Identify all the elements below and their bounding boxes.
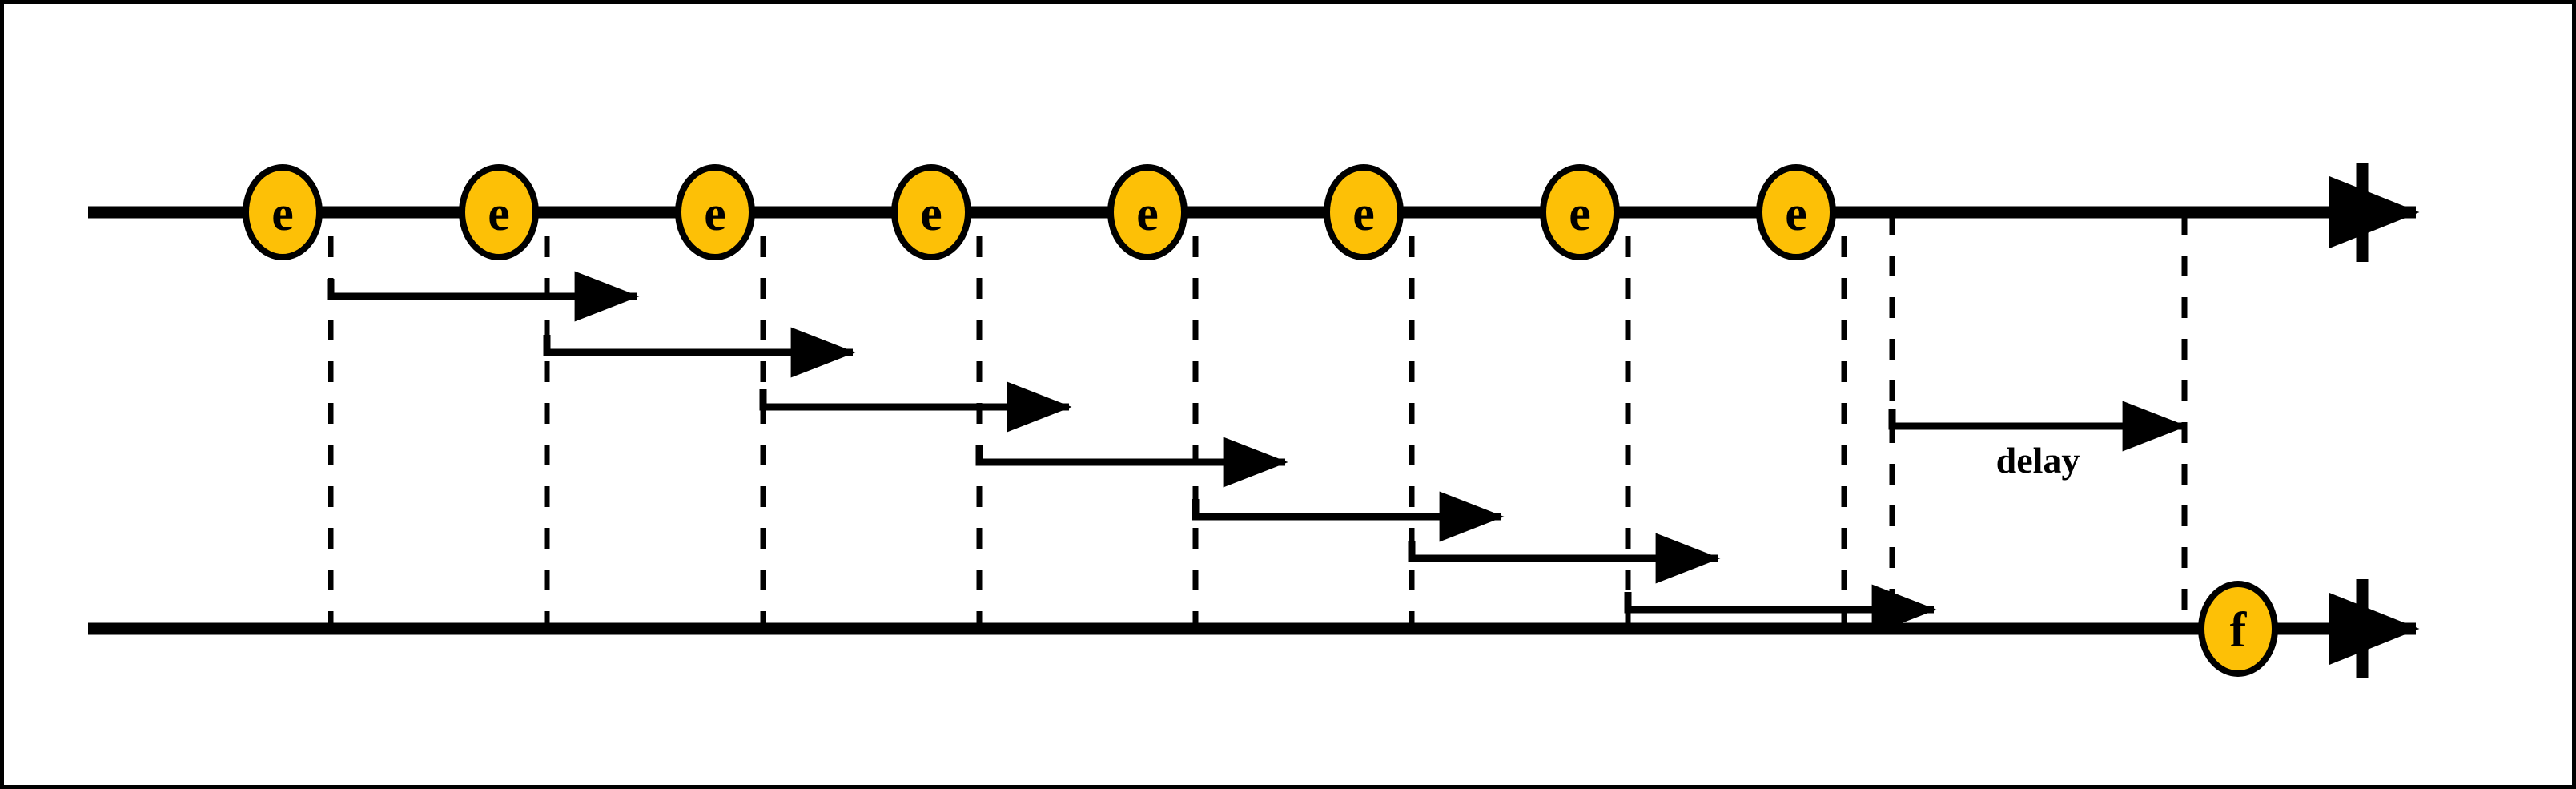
delay-arrow-6 [1408,533,1721,584]
delay-arrow-8 [1888,401,2188,452]
source-timeline-marble-circle [1540,164,1620,260]
source-timeline-marble-circle [459,164,539,260]
annotation-labels-group: delay [1996,440,2080,481]
output-timeline-marble-circle [2198,581,2278,677]
delay-arrows-group [327,271,2188,635]
delay-arrow-2 [543,327,856,378]
output-timeline-marble-1[interactable]: f [2198,581,2278,677]
guide-lines-group [328,214,2188,629]
source-timeline-marble-4[interactable]: e [891,164,971,260]
source-timeline-marble-circle [1107,164,1188,260]
source-timeline-marble-circle [1324,164,1404,260]
source-timeline-marble-6[interactable]: e [1324,164,1404,260]
delay-arrow-4 [975,437,1288,488]
source-timeline-marble-circle [891,164,971,260]
output-timeline-group: f [88,579,2420,678]
source-timeline-marble-5[interactable]: e [1107,164,1188,260]
source-timeline-marble-1[interactable]: e [243,164,323,260]
delay-arrow-1 [327,271,640,322]
delay-arrow-7 [1624,584,1937,635]
source-timeline-marble-3[interactable]: e [675,164,755,260]
source-timeline-marble-circle [243,164,323,260]
source-timeline-marble-8[interactable]: e [1756,164,1836,260]
source-timeline-marble-circle [675,164,755,260]
delay-arrow-5 [1192,491,1505,542]
source-timeline-marble-7[interactable]: e [1540,164,1620,260]
source-timeline-marble-circle [1756,164,1836,260]
source-timeline-marble-2[interactable]: e [459,164,539,260]
delay-annotation-label: delay [1996,440,2080,481]
marble-diagram-canvas: e e e e e e e e f delay [88,163,2420,678]
delay-arrow-3 [759,381,1072,433]
